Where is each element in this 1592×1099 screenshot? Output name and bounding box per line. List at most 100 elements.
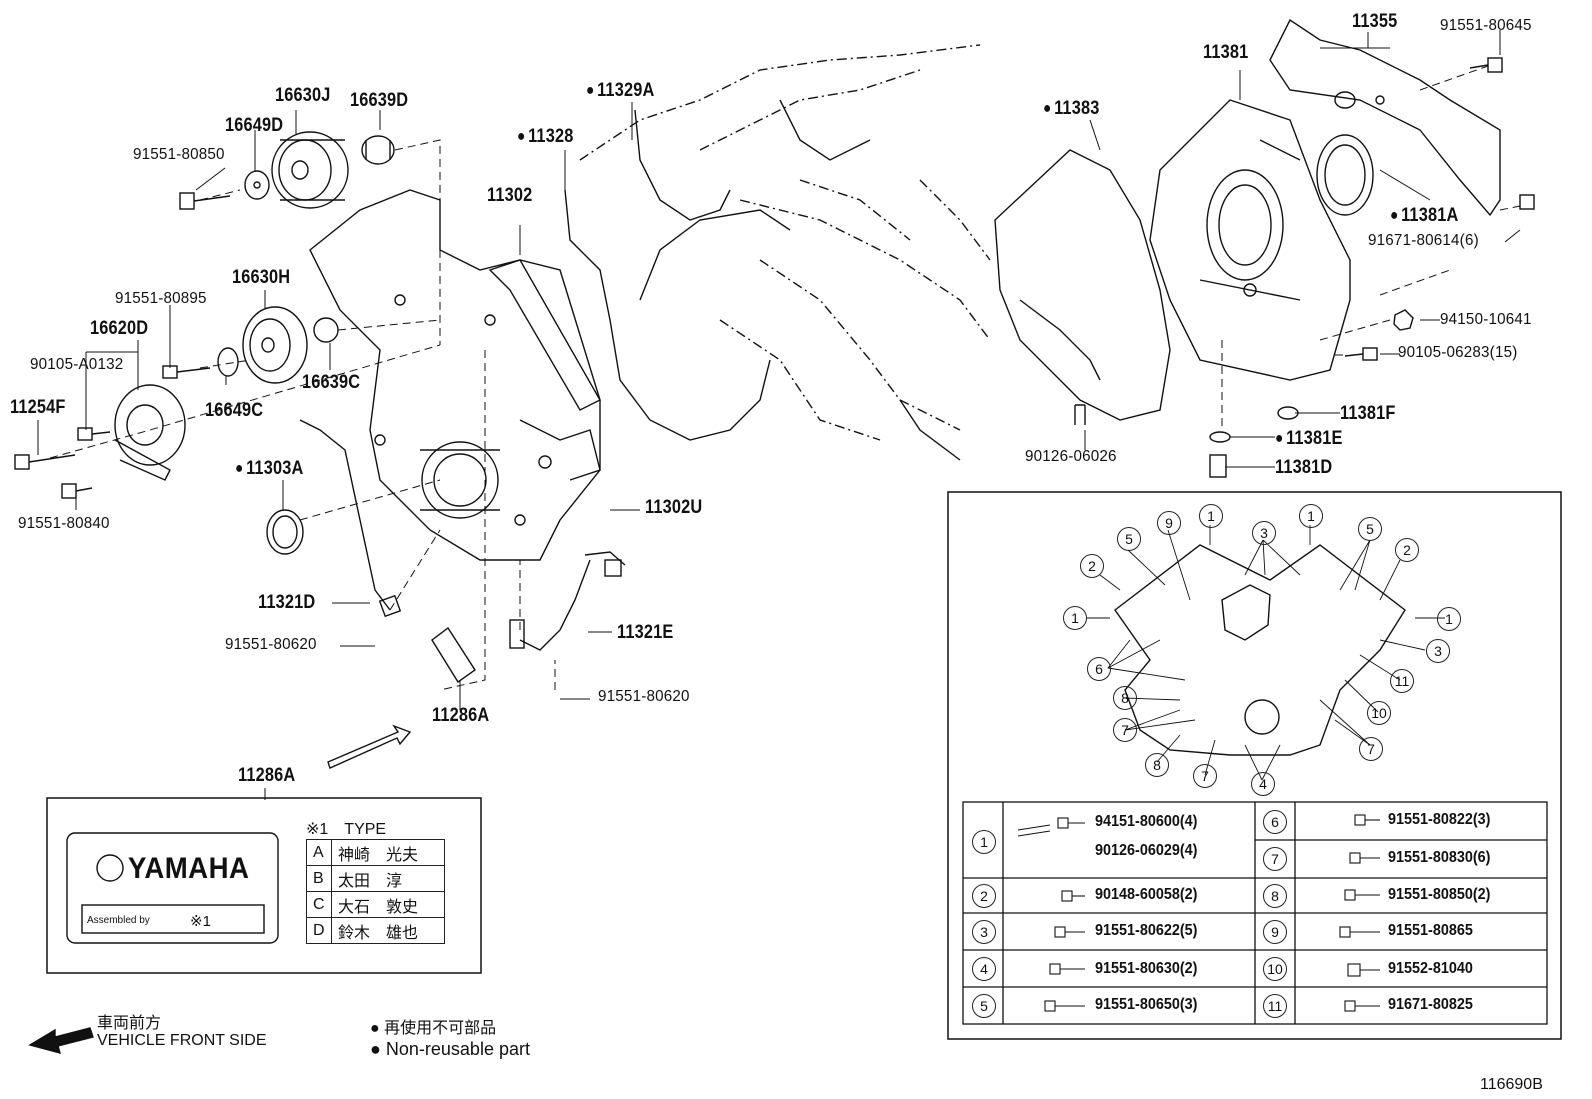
callout-6: 6 <box>1087 657 1111 681</box>
label-11286A-tag: 11286A <box>432 705 490 726</box>
label-11254F: 11254F <box>10 397 66 418</box>
label-11328: 11328 <box>517 126 573 148</box>
label-11302U: 11302U <box>645 497 703 518</box>
sensor-11321E <box>509 551 626 651</box>
nut-94150-10641 <box>1393 309 1414 331</box>
table-num-1: 1 <box>972 830 996 854</box>
table-num-2: 2 <box>972 884 996 908</box>
assembled-by-ref: ※1 <box>190 913 211 930</box>
gasket-11381E <box>1209 431 1231 443</box>
label-tag-11286A <box>431 626 476 684</box>
legend-nonreuse-en-text: Non-reusable part <box>385 1039 530 1059</box>
table-part: 91551-80830(6) <box>1388 849 1491 866</box>
label-11321D: 11321D <box>258 592 316 613</box>
front-arrow <box>327 724 412 769</box>
bolt-91551-80645 <box>1469 57 1503 73</box>
callout-3: 3 <box>1252 521 1276 545</box>
label-16639C: 16639C <box>302 372 361 393</box>
callout-5: 5 <box>1117 527 1141 551</box>
table-num-6: 6 <box>1263 810 1287 834</box>
figure-id: 116690B <box>1480 1076 1543 1093</box>
label-11303A: 11303A <box>235 458 303 480</box>
bolt-90105-A0132 <box>77 427 111 441</box>
callout-1: 1 <box>1299 504 1323 528</box>
label-11381E: 11381E <box>1275 428 1343 450</box>
callout-9: 9 <box>1157 511 1181 535</box>
type-name: 太田 淳 <box>331 865 445 892</box>
type-name: 大石 敦史 <box>331 891 445 918</box>
table-part: 91551-80850(2) <box>1388 886 1491 903</box>
table-num-5: 5 <box>972 994 996 1018</box>
bolt-map-panel <box>947 491 1562 1040</box>
dashed-alignment-lines <box>49 65 1526 691</box>
type-code: D <box>306 917 332 944</box>
type-code: B <box>306 865 332 892</box>
type-name: 神崎 光夫 <box>331 839 445 866</box>
bullet-icon: ● <box>370 1039 381 1059</box>
callout-2: 2 <box>1395 538 1419 562</box>
oil-seal-11381A <box>1316 134 1374 216</box>
rear-cover-11381 <box>1149 99 1351 381</box>
stud-90126-06026 <box>1074 404 1086 425</box>
label-11381: 11381 <box>1203 42 1249 63</box>
label-card-frame <box>46 797 482 974</box>
label-91551-80645: 91551-80645 <box>1440 17 1532 34</box>
table-num-4: 4 <box>972 957 996 981</box>
bolt-90105-06283 <box>1344 347 1378 361</box>
idler-pulley-16630H <box>242 306 308 384</box>
legend-nonreuse-en: ● Non-reusable part <box>370 1039 530 1060</box>
washer-16649D <box>244 170 270 200</box>
label-11329A: 11329A <box>586 80 654 102</box>
label-91551-80620-a: 91551-80620 <box>225 636 317 653</box>
legend-nonreuse-jp-text: 再使用不可部品 <box>384 1020 497 1037</box>
label-11321E: 11321E <box>617 622 674 643</box>
tensioner-16620D <box>114 384 186 481</box>
yamaha-logo-circle <box>96 854 124 882</box>
type-code: A <box>306 839 332 866</box>
label-11381F: 11381F <box>1340 403 1396 424</box>
sensor-11321D <box>299 419 402 618</box>
label-11302: 11302 <box>487 185 533 206</box>
bolt-11254F <box>14 454 76 470</box>
yamaha-brand: YAMAHA <box>128 852 250 885</box>
vehicle-front-arrow <box>28 1027 94 1054</box>
bolt-table-grid <box>962 801 1548 1025</box>
table-part: 91551-80865 <box>1388 922 1473 939</box>
callout-7: 7 <box>1359 737 1383 761</box>
engine-block-edges <box>639 99 961 461</box>
leader-lines <box>37 30 1521 800</box>
bolt-table-icons <box>1017 814 1380 1012</box>
cover-outline-inset <box>1114 544 1406 756</box>
inset-leader-lines <box>1087 525 1445 781</box>
callout-8: 8 <box>1145 753 1169 777</box>
bolt-91551-80850 <box>179 192 231 210</box>
bolt-91551-80840 <box>61 483 93 499</box>
type-name: 鈴木 雄也 <box>331 917 445 944</box>
label-card-inner <box>66 832 279 944</box>
label-16649C: 16649C <box>205 400 264 421</box>
bullet-icon: ● <box>370 1020 380 1037</box>
label-16620D: 16620D <box>90 318 149 339</box>
table-part: 94151-80600(4) <box>1095 813 1198 830</box>
label-90105-06283: 90105-06283(15) <box>1398 344 1518 361</box>
table-num-9: 9 <box>1263 920 1287 944</box>
table-num-3: 3 <box>972 920 996 944</box>
callout-11: 11 <box>1390 669 1414 693</box>
label-11383: 11383 <box>1043 98 1099 120</box>
table-part: 91671-80825 <box>1388 996 1473 1013</box>
type-code: C <box>306 891 332 918</box>
washer-16649C <box>217 347 239 377</box>
label-91551-80840: 91551-80840 <box>18 515 110 532</box>
label-94150-10641: 94150-10641 <box>1440 311 1532 328</box>
callout-5: 5 <box>1358 517 1382 541</box>
oil-seal-11303A <box>266 509 304 555</box>
bolt-91671-80614 <box>1519 194 1535 210</box>
callout-1: 1 <box>1063 606 1087 630</box>
label-11381A: 11381A <box>1390 205 1458 227</box>
bracket-11355 <box>1269 18 1501 217</box>
table-part: 91551-80822(3) <box>1388 811 1491 828</box>
label-91671-80614: 91671-80614(6) <box>1368 232 1479 249</box>
table-part: 91551-80650(3) <box>1095 996 1198 1013</box>
